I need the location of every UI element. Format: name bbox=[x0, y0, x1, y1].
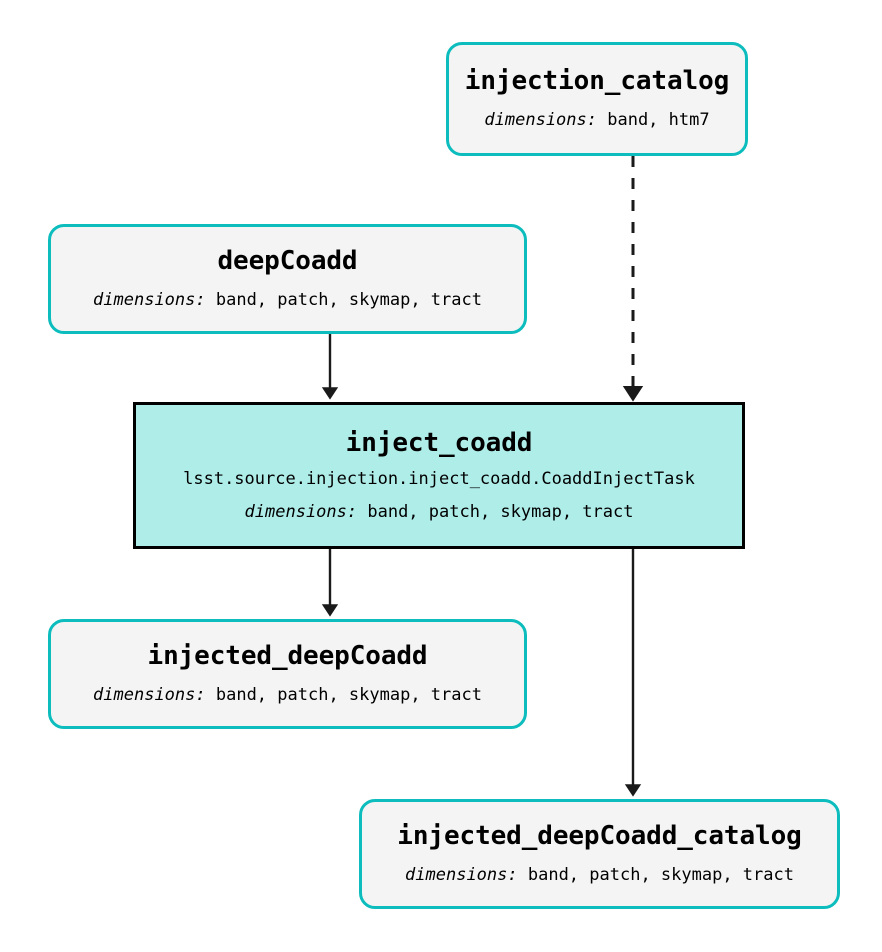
node-injection-catalog[interactable]: injection_catalog dimensions: band, htm7 bbox=[446, 42, 748, 156]
dimensions-label: dimensions: bbox=[484, 109, 597, 130]
node-dimensions: dimensions: band, patch, skymap, tract bbox=[93, 684, 482, 705]
dimensions-label: dimensions: bbox=[244, 501, 358, 522]
node-title: injection_catalog bbox=[464, 66, 730, 97]
dimensions-value: band, htm7 bbox=[597, 109, 710, 130]
dimensions-value: band, patch, skymap, tract bbox=[205, 289, 482, 310]
node-dimensions: dimensions: band, patch, skymap, tract bbox=[244, 501, 634, 522]
node-title: injected_deepCoadd bbox=[147, 641, 428, 672]
node-class-path: lsst.source.injection.inject_coadd.Coadd… bbox=[183, 468, 695, 489]
node-title: deepCoadd bbox=[217, 246, 358, 277]
dimensions-value: band, patch, skymap, tract bbox=[205, 684, 482, 705]
dimensions-value: band, patch, skymap, tract bbox=[357, 501, 634, 522]
node-inject-coadd[interactable]: inject_coadd lsst.source.injection.injec… bbox=[133, 402, 745, 549]
node-title: injected_deepCoadd_catalog bbox=[397, 821, 802, 852]
node-dimensions: dimensions: band, htm7 bbox=[484, 109, 710, 130]
node-injected-deep-coadd[interactable]: injected_deepCoadd dimensions: band, pat… bbox=[48, 619, 527, 729]
dimensions-label: dimensions: bbox=[93, 684, 206, 705]
node-dimensions: dimensions: band, patch, skymap, tract bbox=[93, 289, 482, 310]
dimensions-value: band, patch, skymap, tract bbox=[517, 864, 794, 885]
node-title: inject_coadd bbox=[345, 427, 533, 458]
dimensions-label: dimensions: bbox=[405, 864, 518, 885]
node-dimensions: dimensions: band, patch, skymap, tract bbox=[405, 864, 794, 885]
node-deep-coadd[interactable]: deepCoadd dimensions: band, patch, skyma… bbox=[48, 224, 527, 334]
node-injected-deep-coadd-catalog[interactable]: injected_deepCoadd_catalog dimensions: b… bbox=[359, 799, 840, 909]
dimensions-label: dimensions: bbox=[93, 289, 206, 310]
